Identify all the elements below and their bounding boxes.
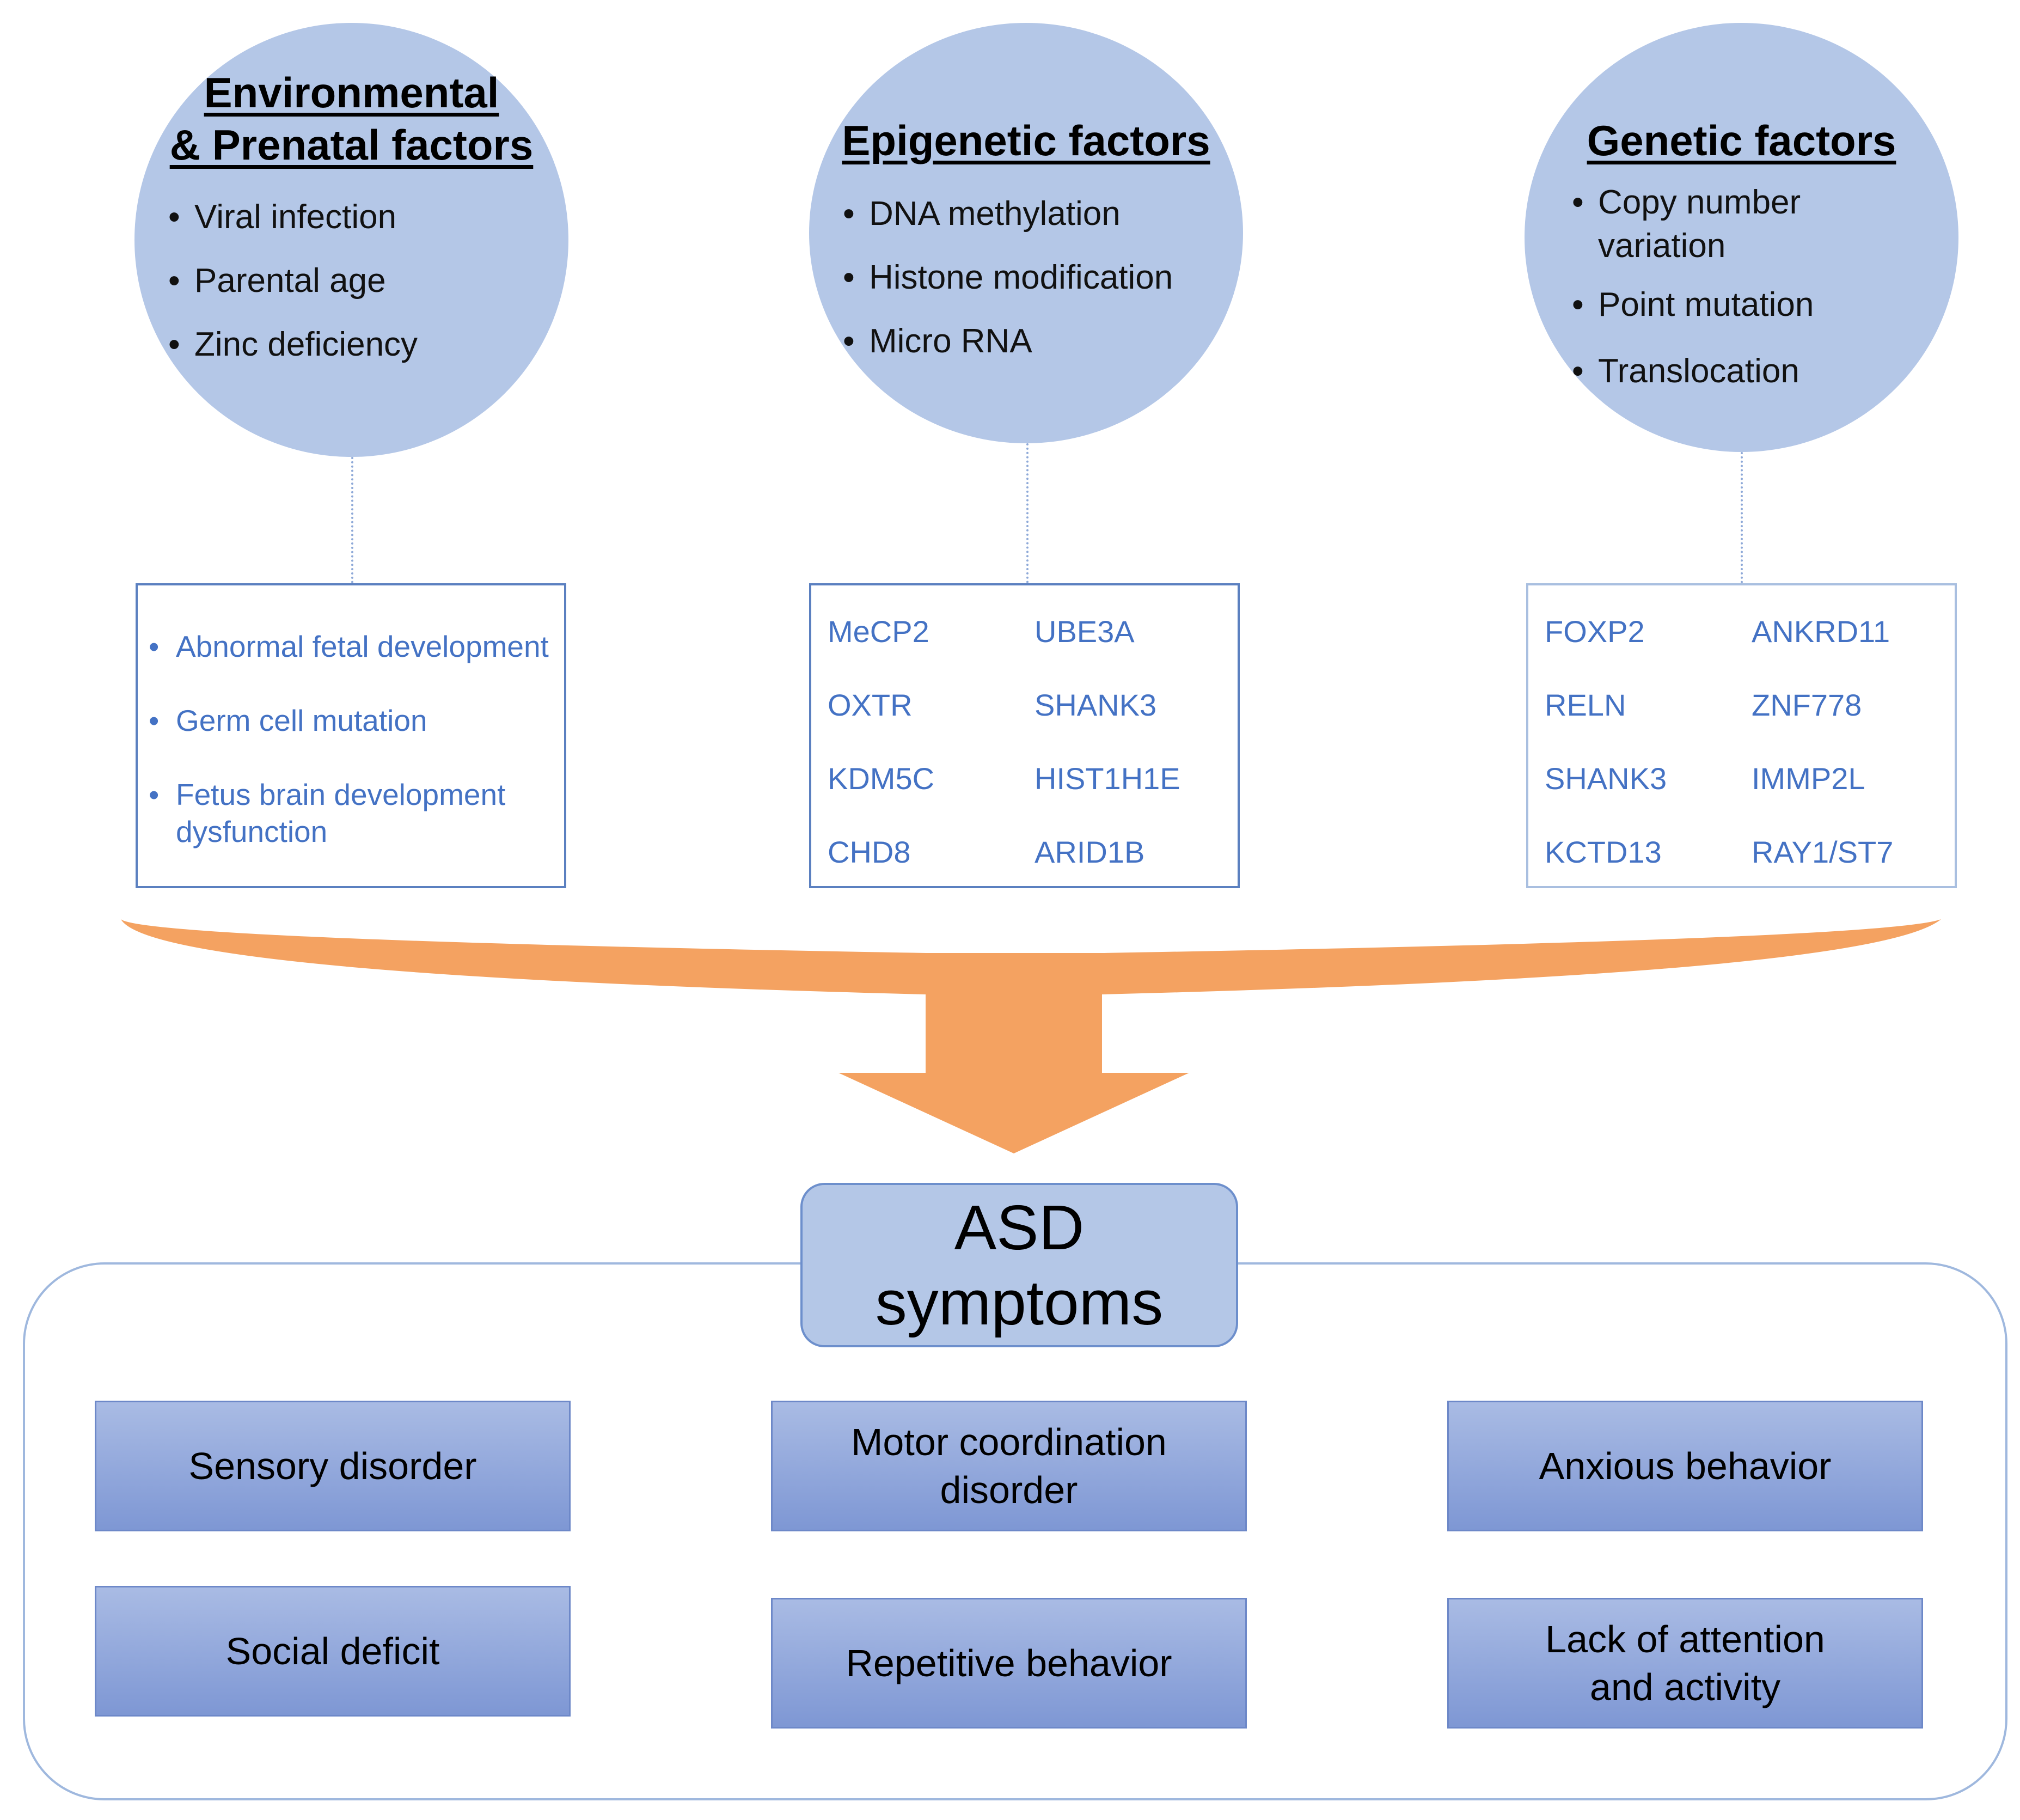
list-item: Point mutation — [1572, 283, 1827, 327]
list-item: Germ cell mutation — [149, 702, 549, 739]
environmental-prenatal-factors-circle: Environmental & Prenatal factors Viral i… — [134, 23, 568, 457]
list-item: Copy number variation — [1572, 181, 1827, 268]
list-item: Zinc deficiency — [168, 313, 418, 376]
symptom-anxious-behavior: Anxious behavior — [1447, 1401, 1923, 1531]
gene-label: UBE3A — [1035, 614, 1135, 649]
gene-label: ZNF778 — [1752, 688, 1862, 722]
genetic-genes-box: FOXP2 ANKRD11 RELN ZNF778 SHANK3 IMMP2L … — [1526, 583, 1957, 888]
list-item: Viral infection — [168, 185, 418, 249]
symptom-social-deficit: Social deficit — [95, 1586, 571, 1717]
environmental-factors-title: Environmental & Prenatal factors — [134, 66, 568, 171]
symptom-label: Social deficit — [225, 1630, 440, 1672]
asd-title-line2: symptoms — [875, 1267, 1164, 1338]
gene-label: ANKRD11 — [1752, 614, 1890, 649]
gene-label: KCTD13 — [1545, 835, 1662, 869]
list-item: Parental age — [168, 249, 418, 313]
symptom-label: Lack of attention and activity — [1545, 1618, 1825, 1708]
connector-line — [351, 457, 353, 583]
epigenetic-genes-box: MeCP2 UBE3A OXTR SHANK3 KDM5C HIST1H1E C… — [809, 583, 1240, 888]
gene-label: SHANK3 — [1035, 688, 1157, 722]
list-item: Translocation — [1572, 350, 1827, 393]
gene-label: IMMP2L — [1752, 761, 1865, 796]
gene-label: RELN — [1545, 688, 1626, 722]
symptom-lack-of-attention-and-activity: Lack of attention and activity — [1447, 1598, 1923, 1729]
gene-grid: FOXP2 ANKRD11 RELN ZNF778 SHANK3 IMMP2L … — [1545, 613, 1958, 907]
list-item: DNA methylation — [843, 182, 1173, 246]
list-item: Histone modification — [843, 246, 1173, 309]
symptom-label: Repetitive behavior — [846, 1642, 1172, 1684]
gene-label: SHANK3 — [1545, 761, 1667, 796]
environmental-effects-box: Abnormal fetal development Germ cell mut… — [136, 583, 566, 888]
symptom-motor-coordination-disorder: Motor coordination disorder — [771, 1401, 1247, 1531]
epigenetic-factors-title: Epigenetic factors — [842, 117, 1210, 164]
gene-label: RAY1/ST7 — [1752, 835, 1894, 869]
list-item: Abnormal fetal development — [149, 628, 549, 665]
genetic-factors-circle: Genetic factors Copy number variation Po… — [1525, 23, 1958, 452]
gene-label: MeCP2 — [828, 614, 929, 649]
symptom-label: Sensory disorder — [188, 1445, 477, 1487]
symptom-label: Motor coordination disorder — [851, 1421, 1167, 1511]
arrow-shape — [121, 919, 1941, 1153]
symptom-label: Anxious behavior — [1539, 1445, 1832, 1487]
symptom-repetitive-behavior: Repetitive behavior — [771, 1598, 1247, 1729]
environmental-title-line1: Environmental — [204, 69, 499, 117]
connector-line — [1741, 452, 1743, 583]
gene-label: OXTR — [828, 688, 913, 722]
gene-grid: MeCP2 UBE3A OXTR SHANK3 KDM5C HIST1H1E C… — [828, 613, 1241, 907]
symptom-sensory-disorder: Sensory disorder — [95, 1401, 571, 1531]
epigenetic-factors-circle: Epigenetic factors DNA methylation Histo… — [809, 23, 1243, 443]
converging-arrow-icon — [121, 919, 1941, 1153]
gene-label: FOXP2 — [1545, 614, 1645, 649]
gene-label: CHD8 — [828, 835, 911, 869]
gene-label: HIST1H1E — [1035, 761, 1180, 796]
asd-symptoms-title: ASD symptoms — [800, 1183, 1238, 1347]
list-item: Fetus brain development dysfunction — [149, 776, 535, 850]
connector-line — [1026, 443, 1029, 583]
genetic-factors-title: Genetic factors — [1587, 117, 1896, 164]
environmental-effects-list: Abnormal fetal development Germ cell mut… — [149, 628, 549, 887]
environmental-factors-list: Viral infection Parental age Zinc defici… — [168, 185, 418, 376]
genetic-factors-list: Copy number variation Point mutation Tra… — [1572, 181, 1827, 416]
epigenetic-factors-list: DNA methylation Histone modification Mic… — [843, 182, 1173, 373]
asd-title-line1: ASD — [954, 1192, 1085, 1263]
gene-label: ARID1B — [1035, 835, 1145, 869]
gene-label: KDM5C — [828, 761, 935, 796]
environmental-title-line2: & Prenatal factors — [169, 121, 534, 169]
list-item: Micro RNA — [843, 309, 1173, 373]
